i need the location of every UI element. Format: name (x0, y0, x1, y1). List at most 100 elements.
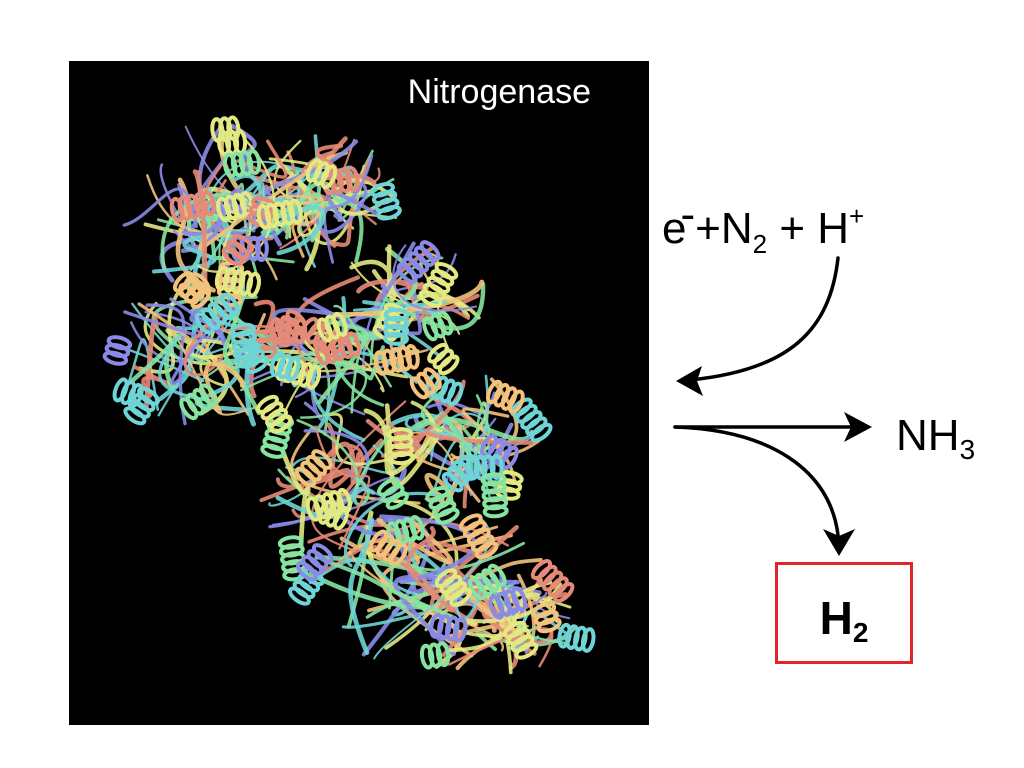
ribbon-strand (222, 294, 262, 416)
helix-coil (294, 449, 333, 488)
helix-turn (507, 389, 525, 415)
ribbon-strand (406, 526, 479, 627)
hydrogen-subscript: 2 (852, 617, 869, 648)
helix-coil (376, 477, 409, 510)
helix-coil (480, 472, 509, 519)
helix-turn (178, 282, 199, 305)
ribbon-strand (146, 174, 278, 281)
helix-coil (458, 513, 499, 560)
helix-coil (316, 311, 348, 343)
helix-turn (254, 236, 269, 263)
ribbon-strand (192, 169, 208, 284)
ribbon-strand (158, 319, 198, 401)
helix-turn (179, 397, 199, 421)
helix-coil (486, 379, 525, 415)
nh3-arrowhead (844, 412, 872, 442)
helix-coil (256, 198, 303, 230)
helix-coil (255, 394, 293, 434)
helix-turn (194, 312, 215, 335)
helix-coil (419, 641, 451, 670)
helix-coil (221, 233, 254, 267)
h2-arrow-line (673, 425, 840, 537)
helix-turn (422, 316, 439, 342)
product-ammonia: NH3 (896, 414, 975, 464)
h2-arrowhead (823, 529, 855, 556)
helix-turn (320, 164, 338, 190)
helix-turn (396, 262, 418, 284)
ammonia-subscript: 3 (959, 434, 976, 465)
helix-turn (221, 246, 244, 267)
ribbon-strand (220, 317, 314, 390)
helix-turn (388, 543, 408, 567)
helix-turn (580, 627, 596, 653)
ribbon-strand (348, 517, 375, 656)
ribbon-strand (349, 244, 397, 302)
hydrogen-symbol: H (819, 592, 853, 644)
ribbon-strand (324, 559, 455, 619)
protein-title: Nitrogenase (407, 73, 591, 111)
helix-turn (260, 443, 286, 459)
helix-coil (269, 351, 301, 382)
helix-coil (237, 341, 270, 374)
helix-coil (386, 427, 415, 466)
helix-turn (316, 317, 333, 343)
electron-charge: - (680, 190, 696, 239)
helix-turn (295, 561, 318, 582)
helix-turn (446, 381, 464, 407)
helix-coil (427, 342, 460, 376)
helix-coil (510, 397, 553, 443)
helix-coil (102, 335, 133, 366)
helix-turn (287, 586, 311, 606)
helix-coil (214, 265, 261, 298)
helix-turn (530, 422, 553, 443)
helix-coil (457, 454, 504, 481)
ribbon-strand (311, 186, 322, 219)
ribbon-strand (376, 517, 454, 565)
helix-turn (325, 334, 345, 358)
helix-coil (422, 310, 454, 342)
helix-turn (482, 504, 509, 519)
helix-turn (222, 152, 238, 179)
helix-turn (246, 271, 261, 298)
helix-turn (457, 454, 472, 481)
helix-coil (425, 485, 460, 525)
proton-symbol: H (817, 204, 850, 253)
helix-coil (194, 292, 240, 335)
ribbon-strand (344, 492, 443, 568)
helix-coil (502, 620, 539, 660)
plus-sign-1: + (695, 204, 721, 253)
helix-coil (295, 543, 334, 582)
helix-turn (385, 491, 409, 510)
helix-turn (419, 643, 435, 670)
input-arrowhead (676, 366, 703, 396)
ribbon-strand (197, 139, 276, 273)
ribbon-strand (268, 194, 324, 208)
helix-coil (383, 307, 410, 346)
helix-turn (514, 641, 539, 660)
helix-coil (169, 190, 216, 223)
nitrogen-subscript: 2 (752, 229, 768, 259)
ribbon-strand (387, 541, 525, 610)
helix-coil (531, 602, 562, 634)
input-curved-arrow (688, 256, 840, 382)
plus-sign-2: + (779, 204, 806, 253)
helix-turn (474, 541, 499, 560)
helix-turn (500, 445, 519, 470)
helix-turn (269, 326, 291, 348)
nitrogen-symbol: N (720, 204, 753, 253)
helix-turn (376, 205, 402, 221)
helix-turn (285, 356, 301, 382)
helix-turn (467, 577, 487, 601)
helix-turn (123, 406, 147, 426)
helix-turn (293, 318, 308, 345)
helix-turn (305, 496, 321, 522)
helix-turn (210, 117, 225, 143)
reaction-reactants: e-+N2 + H+ (662, 190, 864, 259)
helix-turn (553, 582, 575, 603)
helix-coil (305, 158, 338, 190)
helix-turn (332, 505, 349, 531)
helix-coil (178, 272, 211, 305)
helix-coil (530, 559, 575, 603)
helix-turn (102, 350, 129, 366)
